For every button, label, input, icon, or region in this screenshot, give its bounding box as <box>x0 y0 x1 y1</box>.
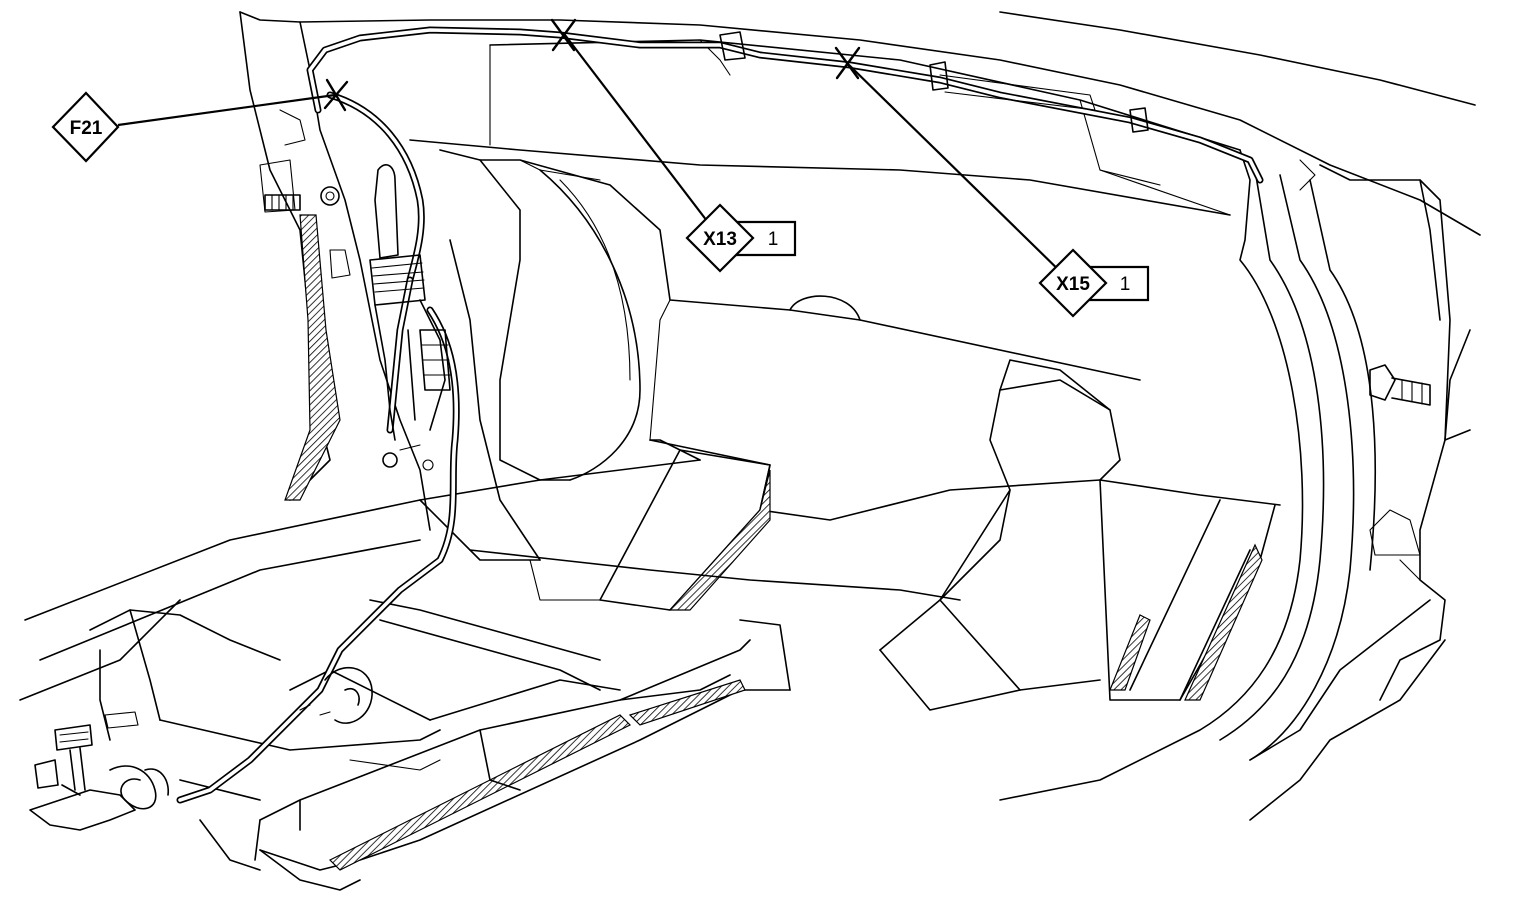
connector-pigtail <box>29 711 170 831</box>
callout-x15: X15 1 <box>1038 248 1150 318</box>
right-pillar <box>999 149 1471 821</box>
callout-x13-label: X13 <box>703 229 737 250</box>
callout-f21-diamond <box>51 91 120 163</box>
roof-structure <box>239 11 1481 236</box>
callout-f21: F21 <box>51 91 120 163</box>
x-markers <box>323 18 861 112</box>
left-pillar <box>239 11 431 531</box>
callout-x13-diamond <box>685 203 755 273</box>
left-floor-panel <box>89 599 621 871</box>
callout-x13: X13 1 <box>685 203 797 273</box>
roof-connectors <box>719 31 1149 133</box>
callout-x15-diamond <box>1038 248 1108 318</box>
callout-x13-index: 1 <box>768 229 779 250</box>
floor-structure <box>19 439 1281 701</box>
bolt-left-pillar <box>264 194 301 211</box>
wiring-harness <box>176 26 1264 804</box>
callout-f21-label: F21 <box>70 118 103 139</box>
left-inner-panel <box>449 159 641 561</box>
leader-lines <box>117 34 1073 284</box>
pillar-harness-bundle <box>369 164 451 471</box>
rear-seat-cushion <box>879 359 1276 711</box>
sill-channel <box>254 619 791 891</box>
callout-x15-index: 1 <box>1120 274 1131 295</box>
bolt-right-pillar <box>1369 364 1431 406</box>
floor-clips <box>299 666 373 724</box>
rear-shelf <box>409 139 1231 441</box>
callout-x15-label: X15 <box>1056 274 1090 295</box>
